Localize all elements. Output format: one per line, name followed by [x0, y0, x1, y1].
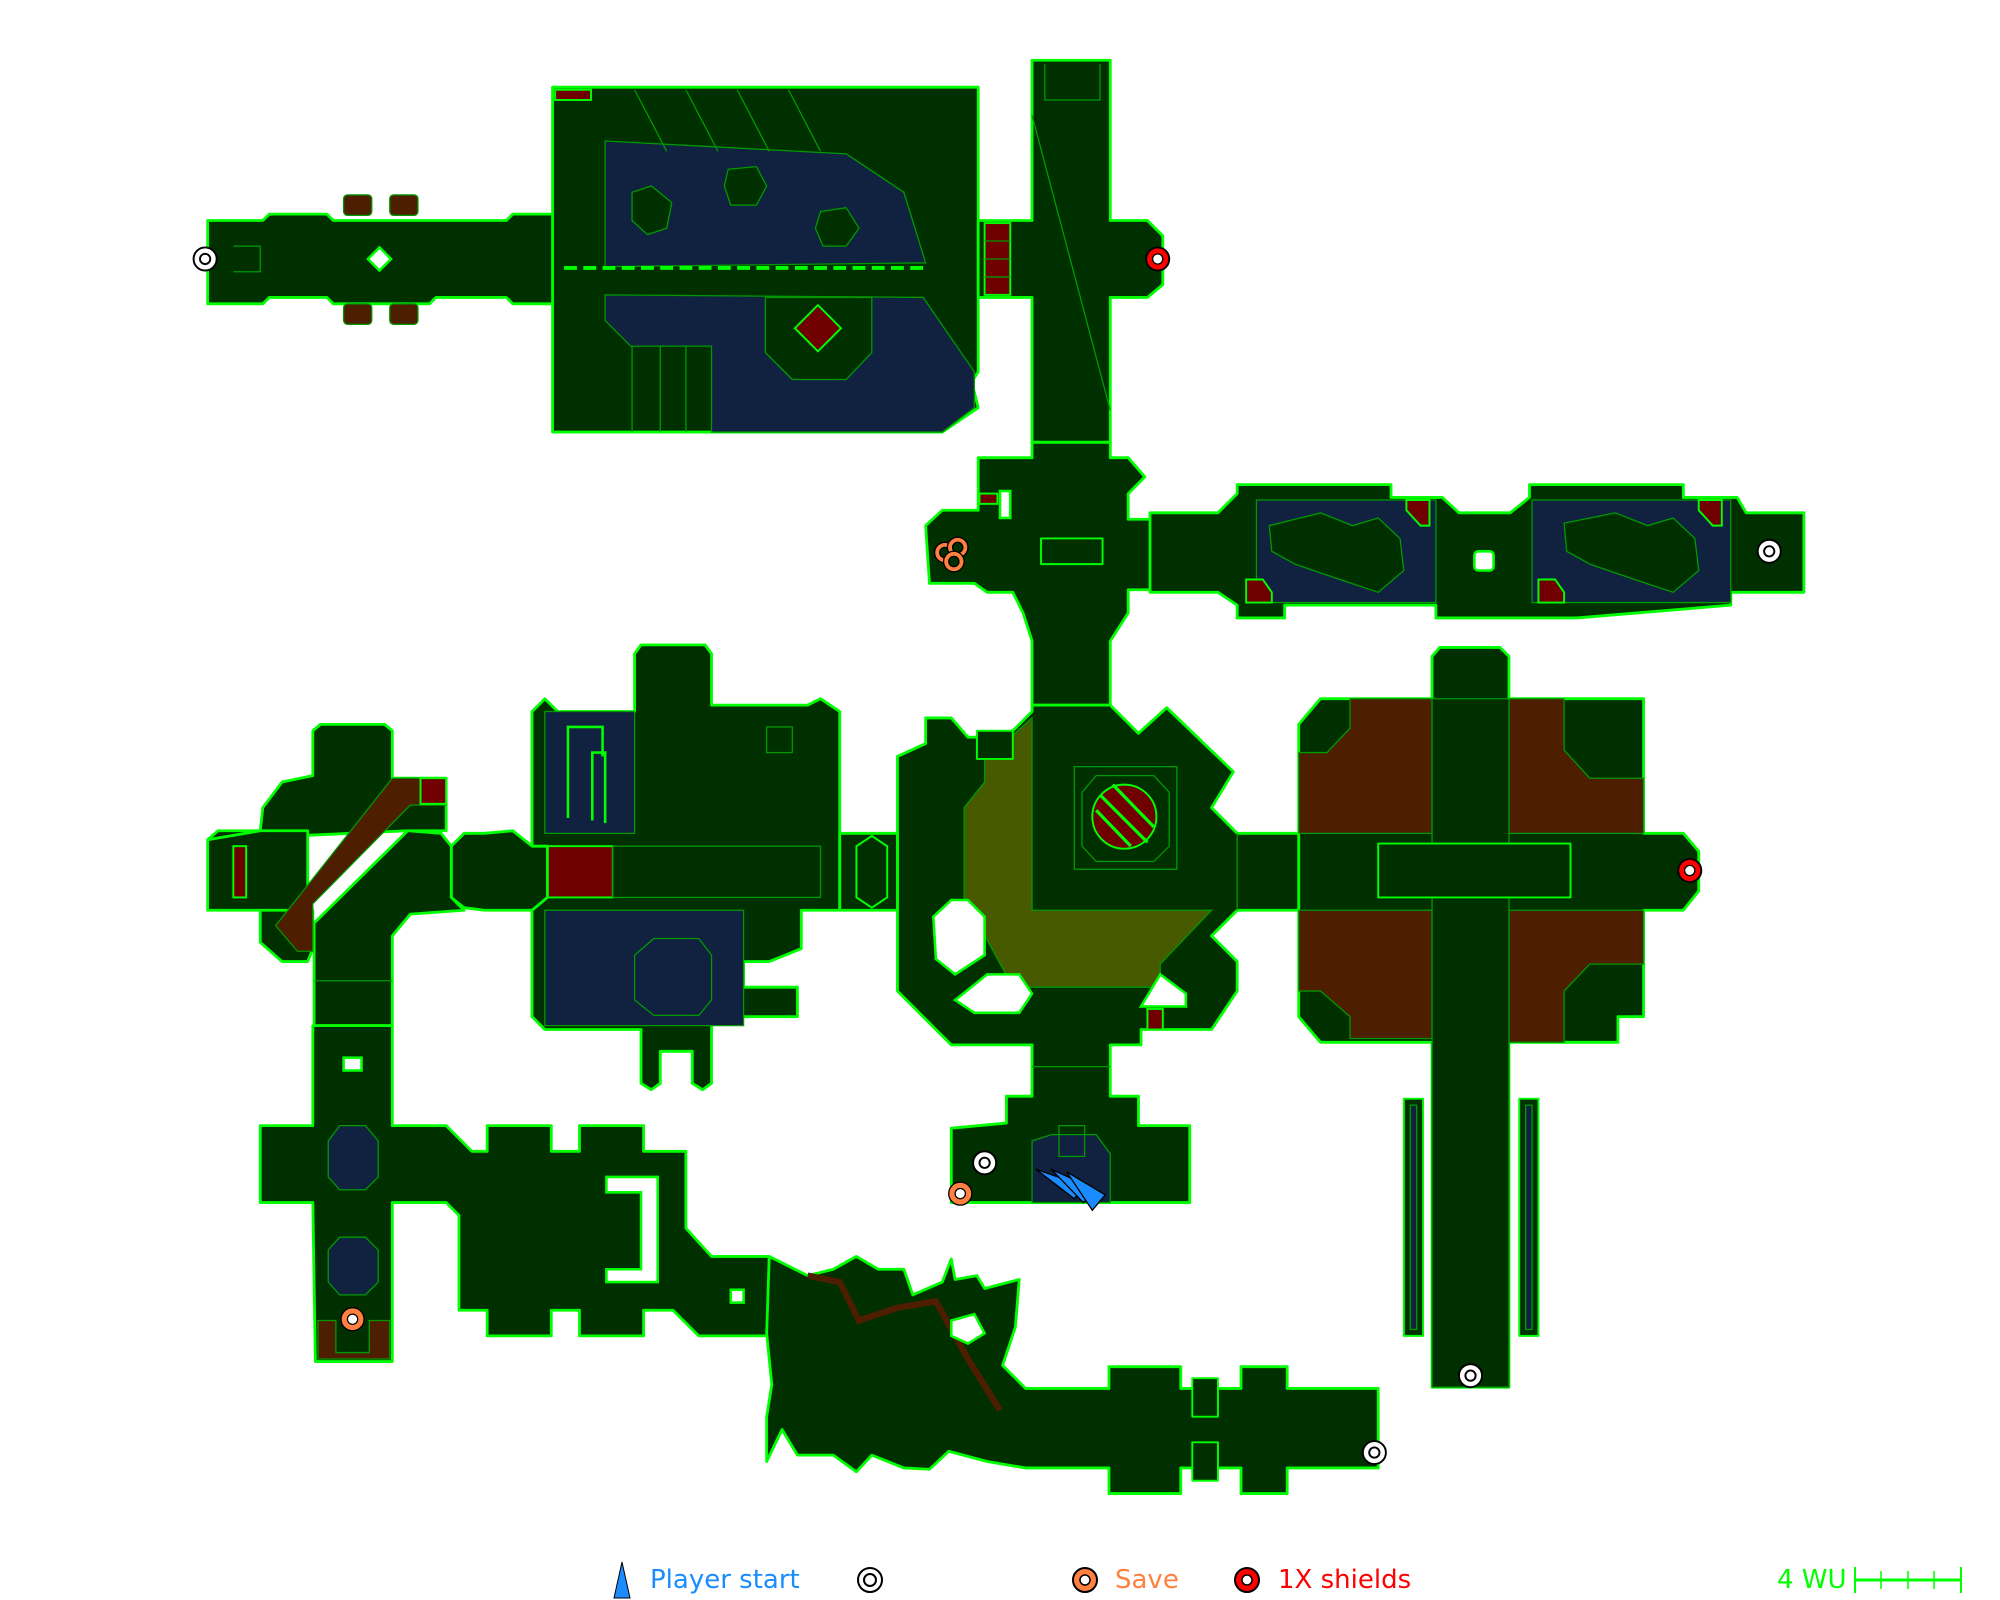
shield-marker[interactable] — [1677, 858, 1703, 884]
player-start-markers — [1035, 1168, 1107, 1212]
legend: Player start Save 1X shields 4 WU — [600, 1560, 2000, 1600]
neutral-marker[interactable] — [972, 1150, 998, 1176]
legend-scale-label: 4 WU — [1777, 1565, 1847, 1595]
north-corridor — [976, 58, 1165, 444]
player-start-arrow[interactable] — [1066, 1171, 1107, 1212]
save-marker[interactable] — [942, 550, 965, 573]
east-hall — [1297, 646, 1701, 1389]
east-wing — [1148, 483, 1806, 620]
save-marker[interactable] — [340, 1307, 365, 1332]
neutral-marker[interactable] — [1361, 1440, 1387, 1466]
central-junction — [924, 440, 1156, 707]
north-west-complex — [551, 85, 980, 434]
shield-icon — [1234, 1567, 1260, 1593]
west-wing — [206, 194, 556, 326]
shield-marker[interactable] — [1145, 246, 1171, 272]
connectors — [449, 829, 899, 912]
neutral-marker[interactable] — [1458, 1363, 1484, 1389]
scale-bar — [1854, 1567, 1962, 1593]
save-marker[interactable] — [948, 1181, 973, 1206]
neutral-marker[interactable] — [1756, 538, 1782, 564]
save-markers — [340, 536, 973, 1332]
south-cave — [765, 1255, 1380, 1495]
save-icon — [1072, 1567, 1098, 1593]
neutral-markers — [192, 246, 1782, 1466]
legend-save: Save — [1115, 1565, 1179, 1595]
neutral-marker[interactable] — [192, 246, 218, 272]
south-west-complex — [258, 1024, 771, 1363]
neutral-marker-icon — [857, 1567, 883, 1593]
west-complex — [206, 722, 466, 1028]
player-start-icon — [613, 1561, 631, 1599]
legend-shields: 1X shields — [1278, 1565, 1412, 1595]
legend-player-start: Player start — [650, 1565, 800, 1595]
shield-markers — [1145, 246, 1703, 884]
